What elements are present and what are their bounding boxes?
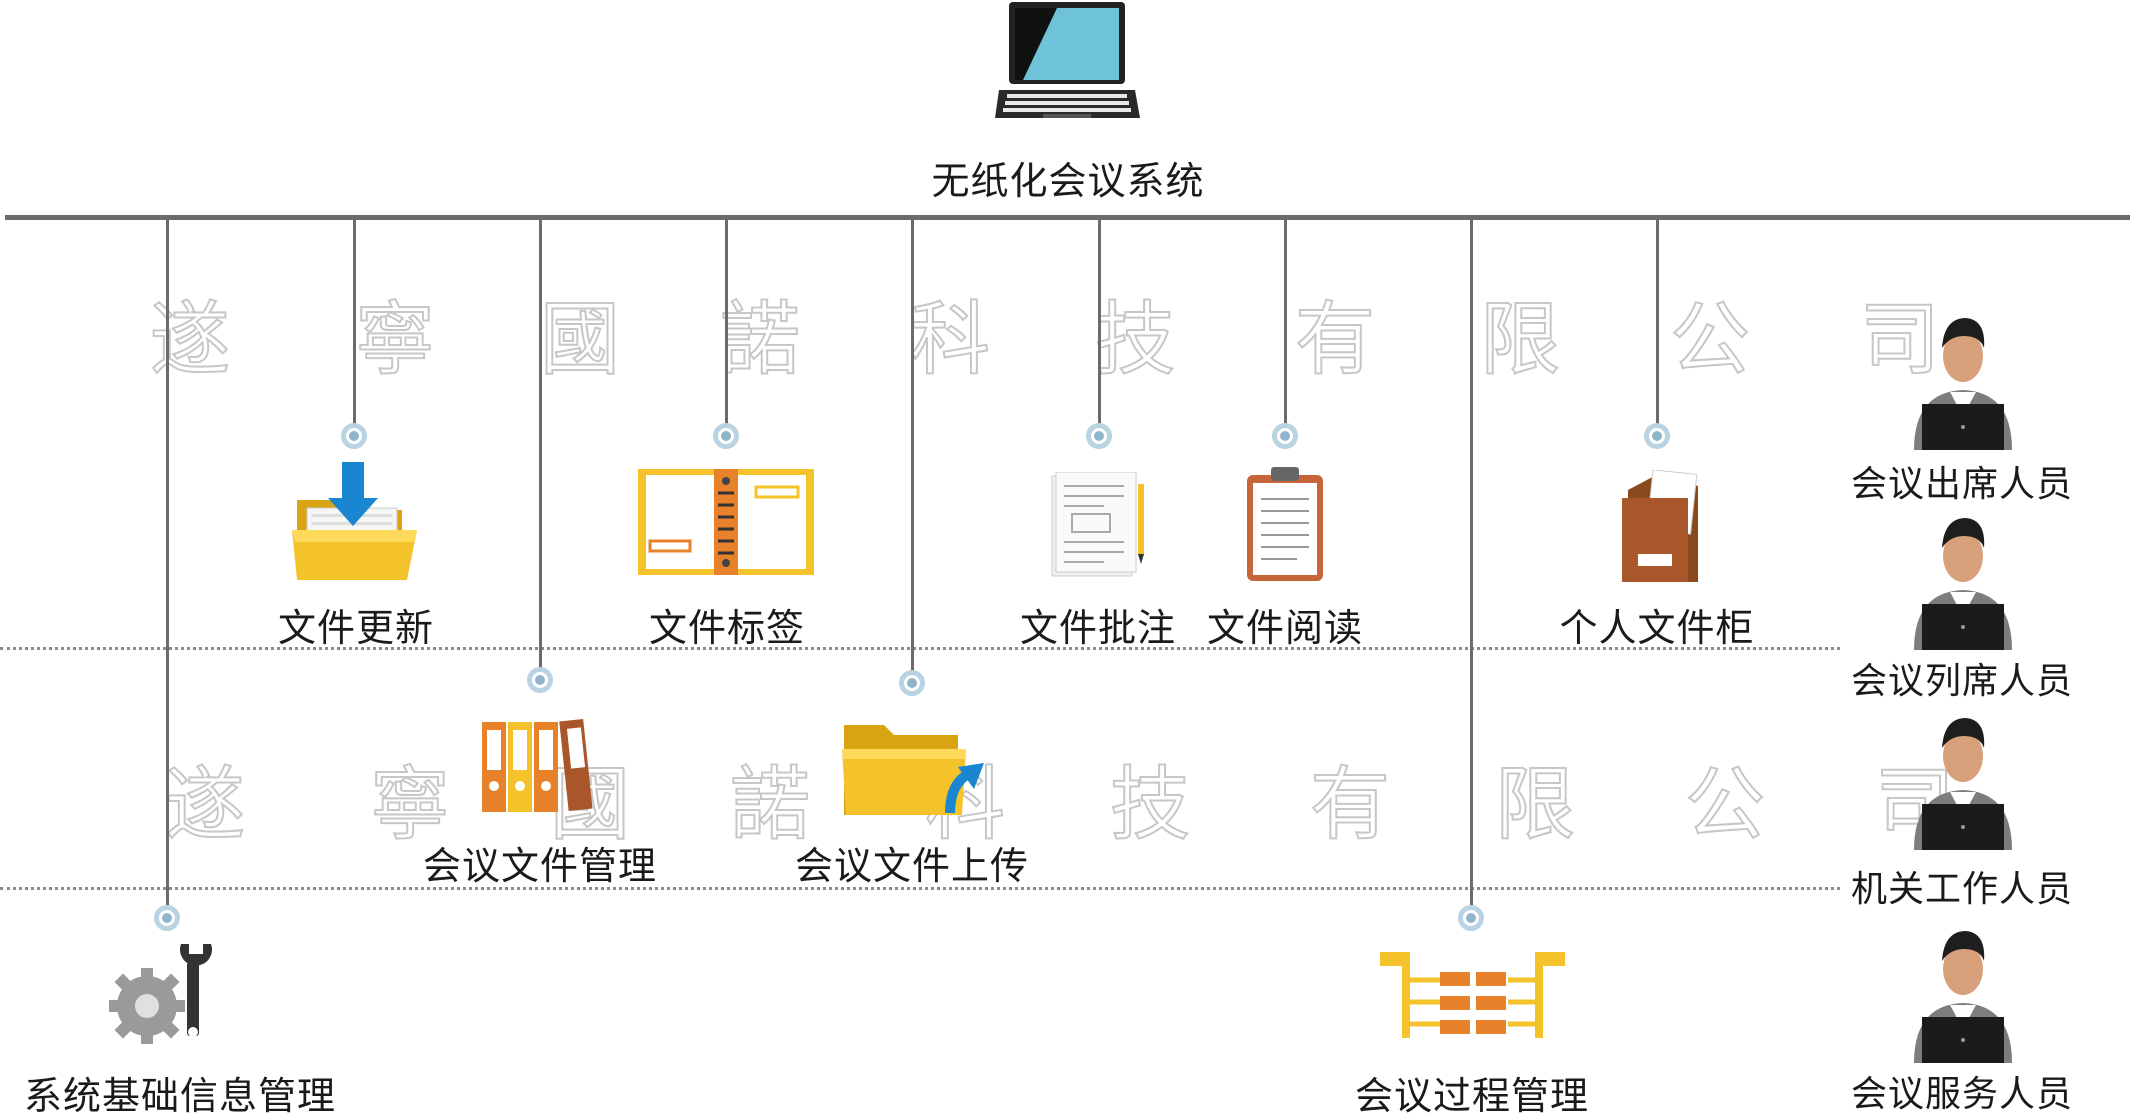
connector-node: [1086, 423, 1112, 449]
system-title: 无纸化会议系统: [931, 159, 1205, 203]
module-label-file-annotate: 文件批注: [1019, 606, 1177, 650]
watermark-char: 諾: [719, 292, 801, 387]
person-label-observer: 会议列席人员: [1850, 661, 2074, 702]
binder-notebook-icon: [638, 469, 814, 575]
module-label-meeting-process-mgmt: 会议过程管理: [1354, 1074, 1590, 1118]
binders-icon: [482, 718, 593, 812]
connector-node: [1272, 423, 1298, 449]
watermark-char: 有: [1309, 757, 1391, 852]
module-label-file-tag: 文件标签: [648, 606, 806, 650]
process-flow-icon: [1380, 952, 1565, 1038]
person-laptop-icon: [1914, 718, 2012, 850]
person-label-service: 会议服务人员: [1850, 1074, 2074, 1115]
connector-node: [341, 423, 367, 449]
watermark-char: 公: [1669, 292, 1751, 387]
module-label-file-read: 文件阅读: [1206, 606, 1364, 650]
connector-line: [1470, 217, 1473, 907]
watermark-char: 寧: [354, 292, 436, 387]
watermark-char: 科: [909, 292, 991, 387]
connector-line: [1284, 217, 1287, 434]
watermark-char: 限: [1479, 292, 1561, 387]
module-label-system-info-mgmt: 系统基础信息管理: [23, 1074, 337, 1118]
watermark-char: 國: [539, 292, 621, 387]
connector-line: [1098, 217, 1101, 434]
laptop-icon: [995, 2, 1140, 118]
module-label-meeting-file-mgmt: 会议文件管理: [422, 844, 658, 888]
connector-node: [713, 423, 739, 449]
watermark-char: 遂: [164, 757, 246, 852]
connector-node: [1644, 423, 1670, 449]
watermark-char: 寧: [369, 757, 451, 852]
person-label-attendee: 会议出席人员: [1850, 464, 2074, 505]
connector-node: [899, 670, 925, 696]
person-label-staff: 机关工作人员: [1850, 869, 2074, 910]
folder-upload-icon: [842, 725, 984, 815]
row-separator-2: [0, 887, 1840, 890]
watermark-char: 限: [1494, 757, 1576, 852]
folder-download-icon: [292, 462, 417, 580]
connector-node: [154, 905, 180, 931]
person-laptop-icon: [1914, 518, 2012, 650]
watermark-char: 技: [1094, 292, 1176, 387]
connector-line: [725, 217, 728, 434]
watermark-char: 遂: [149, 292, 231, 387]
connector-line: [1656, 217, 1659, 434]
watermark-char: 技: [1109, 757, 1191, 852]
file-cabinet-icon: [1622, 470, 1698, 582]
module-label-personal-cabinet: 个人文件柜: [1559, 606, 1755, 650]
connector-line: [539, 217, 542, 677]
gear-wrench-icon: [109, 944, 212, 1044]
watermark-char: 諾: [729, 757, 811, 852]
connector-node: [527, 667, 553, 693]
module-label-file-update: 文件更新: [277, 606, 435, 650]
person-laptop-icon: [1914, 931, 2012, 1063]
connector-node: [1458, 905, 1484, 931]
watermark-char: 公: [1684, 757, 1766, 852]
module-label-meeting-file-upload: 会议文件上传: [794, 844, 1030, 888]
watermark-char: 司: [1859, 292, 1941, 387]
watermark-char: 有: [1294, 292, 1376, 387]
connector-line: [166, 217, 169, 907]
connector-line: [911, 217, 914, 682]
row-separator-1: [0, 647, 1840, 650]
main-bus-line: [5, 215, 2130, 220]
document-pencil-icon: [1051, 472, 1144, 577]
connector-line: [353, 217, 356, 434]
clipboard-icon: [1247, 467, 1323, 581]
person-laptop-icon: [1914, 318, 2012, 450]
